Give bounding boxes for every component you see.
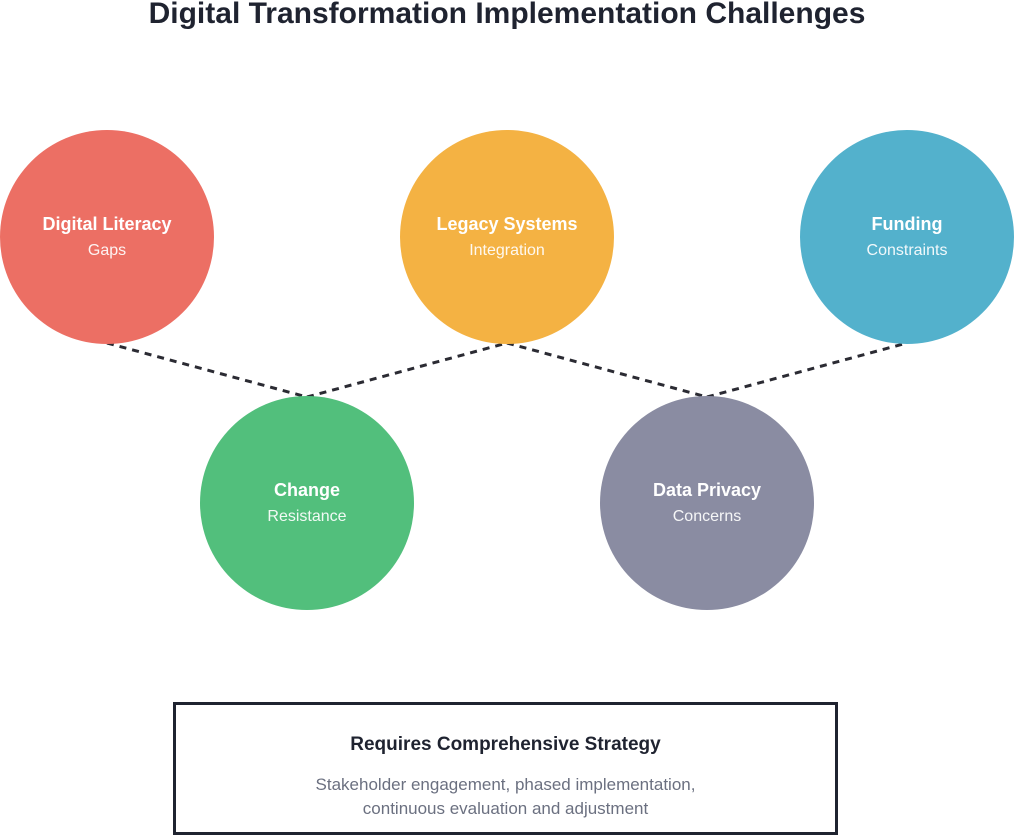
strategy-box: Requires Comprehensive Strategy Stakehol…	[173, 702, 838, 835]
node-sublabel: Resistance	[267, 508, 347, 525]
node-change: Change Resistance	[200, 396, 414, 610]
node-funding: Funding Constraints	[800, 130, 1014, 344]
node-label: Legacy Systems	[436, 214, 578, 234]
node-legacy-systems: Legacy Systems Integration	[400, 130, 614, 344]
node-sublabel: Gaps	[87, 242, 127, 259]
node-label: Change	[273, 480, 340, 500]
connector-legacy-privacy	[506, 341, 708, 399]
connector-change-legacy	[306, 341, 508, 399]
node-sublabel: Integration	[469, 242, 545, 259]
node-data-privacy: Data Privacy Concerns	[600, 396, 814, 610]
diagram-title: Digital Transformation Implementation Ch…	[148, 0, 866, 30]
node-sublabel: Concerns	[672, 508, 742, 525]
node-label: Digital Literacy	[42, 214, 172, 234]
connector-literacy-change	[106, 341, 308, 399]
node-sublabel: Constraints	[866, 242, 948, 259]
node-label: Funding	[871, 214, 943, 234]
strategy-line-2: continuous evaluation and adjustment	[362, 799, 649, 818]
strategy-title: Requires Comprehensive Strategy	[350, 734, 661, 755]
strategy-description: Stakeholder engagement, phased implement…	[176, 773, 835, 821]
node-digital-literacy: Digital Literacy Gaps	[0, 130, 214, 344]
strategy-line-1: Stakeholder engagement, phased implement…	[315, 775, 696, 794]
node-label: Data Privacy	[652, 480, 762, 500]
connector-privacy-funding	[706, 341, 908, 399]
